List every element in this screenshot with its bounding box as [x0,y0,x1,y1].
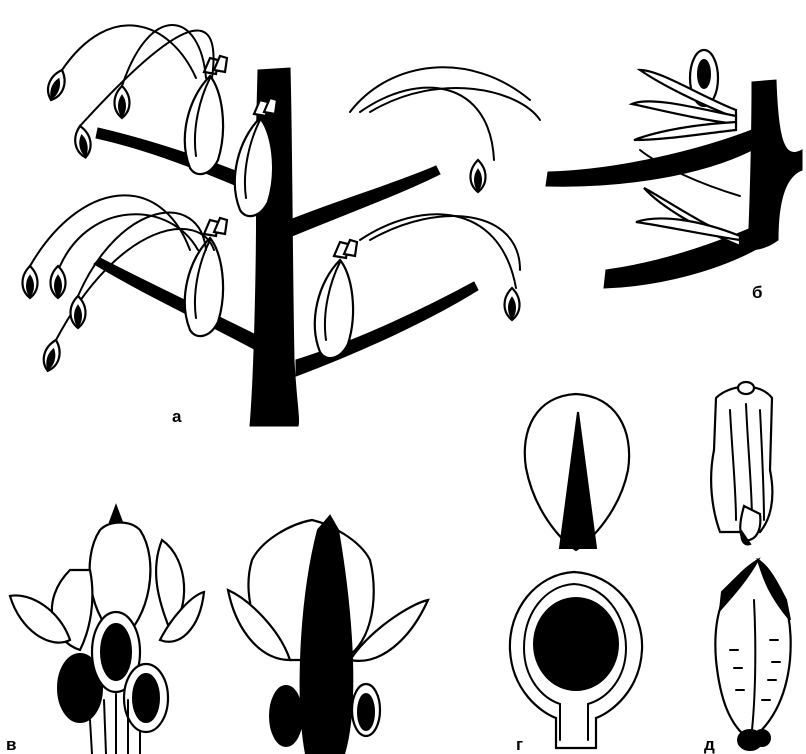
panel-d: д [704,382,791,754]
branch-lower-left [94,258,258,350]
panel-v: в [6,506,428,754]
branch-upper-right [290,166,440,236]
floret-2 [115,86,130,118]
floret-1 [44,67,69,102]
panel-g: г [510,394,642,754]
floret-3 [73,125,93,159]
floret-7 [71,296,86,328]
awn-tip-left [110,506,122,522]
stem-b [748,80,802,250]
floret-9 [505,288,520,320]
floret-5 [23,266,38,298]
panel-label-a: а [172,407,182,426]
floret-6 [51,266,66,298]
panel-b: б [546,50,802,302]
panel-label-d: д [704,735,715,754]
panel-label-v: в [6,735,16,754]
floret-8 [40,338,63,373]
floret-4 [471,160,486,192]
panel-label-b: б [752,283,763,302]
panel-label-g: г [516,735,523,754]
panel-a: а [23,25,541,426]
